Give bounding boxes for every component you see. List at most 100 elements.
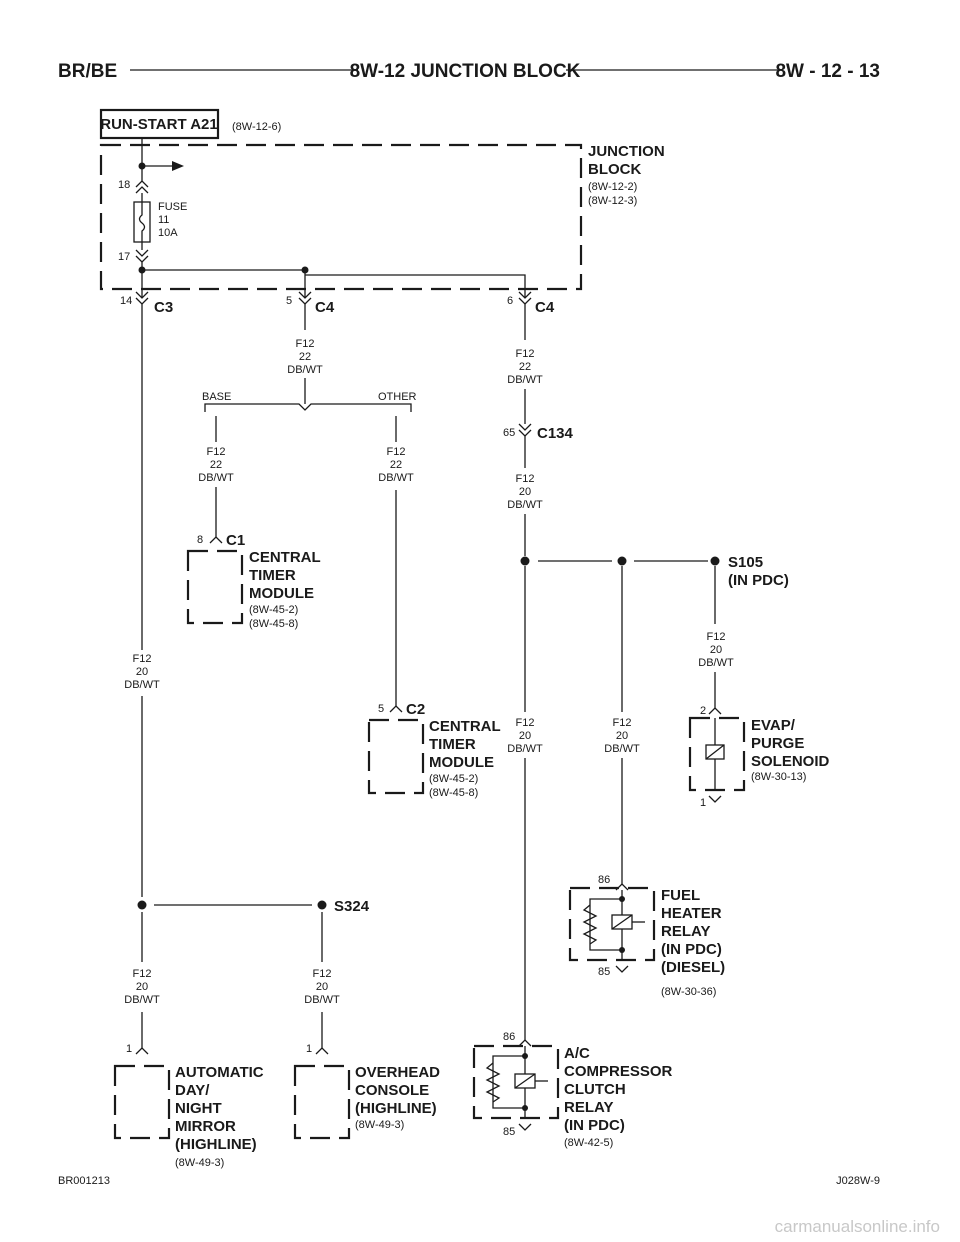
footer-right: J028W-9 xyxy=(836,1175,880,1187)
ac-pin-86: 86 xyxy=(503,1031,515,1043)
c3-pin: 14 xyxy=(120,295,132,307)
mirror-ref: (8W-49-3) xyxy=(175,1157,224,1169)
other-wire-gauge: 22 xyxy=(390,459,402,471)
fuel-outline xyxy=(568,886,656,962)
mirror-pin-connector-icon xyxy=(135,1047,149,1055)
source-label: RUN-START A21 xyxy=(100,116,218,133)
ctm2-name-3: MODULE xyxy=(429,754,494,771)
evap-pin-2: 2 xyxy=(700,705,706,717)
console-ref: (8W-49-3) xyxy=(355,1119,404,1131)
c3-name: C3 xyxy=(154,299,173,316)
c4a-name: C4 xyxy=(315,299,335,316)
other-wire-color: DB/WT xyxy=(378,472,414,484)
fuel-name-3: RELAY xyxy=(661,923,710,940)
console-pin-connector-icon xyxy=(315,1047,329,1055)
source-box xyxy=(99,108,220,140)
ac-ref: (8W-42-5) xyxy=(564,1137,613,1149)
ac-outline xyxy=(472,1044,560,1120)
c3-wire-gauge: 20 xyxy=(136,666,148,678)
c134-pin: 65 xyxy=(503,427,515,439)
fuel-name-2: HEATER xyxy=(661,905,722,922)
fuel-name-5: (DIESEL) xyxy=(661,959,725,976)
fuel-wire-gauge: 20 xyxy=(616,730,628,742)
ac-name-5: (IN PDC) xyxy=(564,1117,625,1134)
evap-ref: (8W-30-13) xyxy=(751,771,806,783)
pin-18-label: 18 xyxy=(118,179,130,191)
c1-pin: 8 xyxy=(197,534,203,546)
ac-name-4: RELAY xyxy=(564,1099,613,1116)
c4a-wire-color: DB/WT xyxy=(287,364,323,376)
base-other-branch xyxy=(204,403,412,412)
s105-name: S105 xyxy=(728,554,763,571)
fuse-rating: 10A xyxy=(158,227,178,239)
console-name-3: (HIGHLINE) xyxy=(355,1100,437,1117)
ctm1-outline xyxy=(186,549,244,625)
base-wire-circuit: F12 xyxy=(207,446,226,458)
c134-wire-circuit: F12 xyxy=(516,473,535,485)
fuse-label: FUSE xyxy=(158,201,187,213)
console-outline xyxy=(293,1064,351,1140)
c3-wire-circuit: F12 xyxy=(133,653,152,665)
ctm2-name-1: CENTRAL xyxy=(429,718,501,735)
ctm2-ref-2: (8W-45-8) xyxy=(429,787,478,799)
junction-block-name-2: BLOCK xyxy=(588,161,641,178)
watermark: carmanualsonline.info xyxy=(775,1217,940,1236)
c4b-pin: 6 xyxy=(507,295,513,307)
ac-wire-circuit: F12 xyxy=(516,717,535,729)
footer-left: BR001213 xyxy=(58,1175,110,1187)
junction-block-name-1: JUNCTION xyxy=(588,143,665,160)
junction-block-ref-2: (8W-12-3) xyxy=(588,195,637,207)
evap-pin-1-connector-icon xyxy=(708,795,722,803)
c2-connector-icon xyxy=(389,705,403,713)
evap-name-3: SOLENOID xyxy=(751,753,830,770)
header-left: BR/BE xyxy=(58,61,117,82)
evap-wire-color: DB/WT xyxy=(698,657,734,669)
c1-connector-icon xyxy=(209,536,223,544)
fuel-wire-color: DB/WT xyxy=(604,743,640,755)
evap-pin-1: 1 xyxy=(700,797,706,809)
s105-location: (IN PDC) xyxy=(728,572,789,589)
c4a-wire-circuit: F12 xyxy=(296,338,315,350)
base-wire-color: DB/WT xyxy=(198,472,234,484)
ac-name-2: COMPRESSOR xyxy=(564,1063,673,1080)
arrow-right-icon xyxy=(172,161,184,171)
pin-17-connector-icon xyxy=(135,249,149,263)
mirror-name-3: NIGHT xyxy=(175,1100,222,1117)
ac-coil-slash-icon xyxy=(514,1073,536,1089)
mirror-outline xyxy=(113,1064,171,1140)
mirror-wire-circuit: F12 xyxy=(133,968,152,980)
ctm1-name-3: MODULE xyxy=(249,585,314,602)
fuel-ref: (8W-30-36) xyxy=(661,986,716,998)
branch-base-label: BASE xyxy=(202,391,231,403)
mirror-name-2: DAY/ xyxy=(175,1082,210,1099)
pin-18-connector-icon xyxy=(135,180,149,194)
s324-splice-dot-2 xyxy=(317,900,327,910)
ctm2-ref-1: (8W-45-2) xyxy=(429,773,478,785)
header-right: 8W - 12 - 13 xyxy=(775,61,880,82)
c4a-pin: 5 xyxy=(286,295,292,307)
ac-pin-85: 85 xyxy=(503,1126,515,1138)
c4b-name: C4 xyxy=(535,299,555,316)
junction-block-ref-1: (8W-12-2) xyxy=(588,181,637,193)
c3-wire-color: DB/WT xyxy=(124,679,160,691)
evap-name-2: PURGE xyxy=(751,735,804,752)
mirror-name-4: MIRROR xyxy=(175,1118,236,1135)
mirror-name-5: (HIGHLINE) xyxy=(175,1136,257,1153)
s105-splice-dot-2 xyxy=(617,556,627,566)
evap-name-1: EVAP/ xyxy=(751,717,796,734)
other-wire-circuit: F12 xyxy=(387,446,406,458)
mirror-pin: 1 xyxy=(126,1043,132,1055)
bus-wire-2 xyxy=(304,270,526,298)
c1-name: C1 xyxy=(226,532,245,549)
header-center: 8W-12 JUNCTION BLOCK xyxy=(350,61,581,82)
fuel-pin-85-connector-icon xyxy=(615,965,629,973)
ac-pin-86-connector-icon xyxy=(518,1039,532,1047)
mirror-wire-gauge: 20 xyxy=(136,981,148,993)
solenoid-coil-icon xyxy=(705,744,725,760)
fuel-name-1: FUEL xyxy=(661,887,700,904)
source-ref: (8W-12-6) xyxy=(232,121,281,133)
s324-name: S324 xyxy=(334,898,370,915)
fuel-resistor-icon xyxy=(582,904,598,945)
ac-internal-wire xyxy=(492,1046,526,1118)
